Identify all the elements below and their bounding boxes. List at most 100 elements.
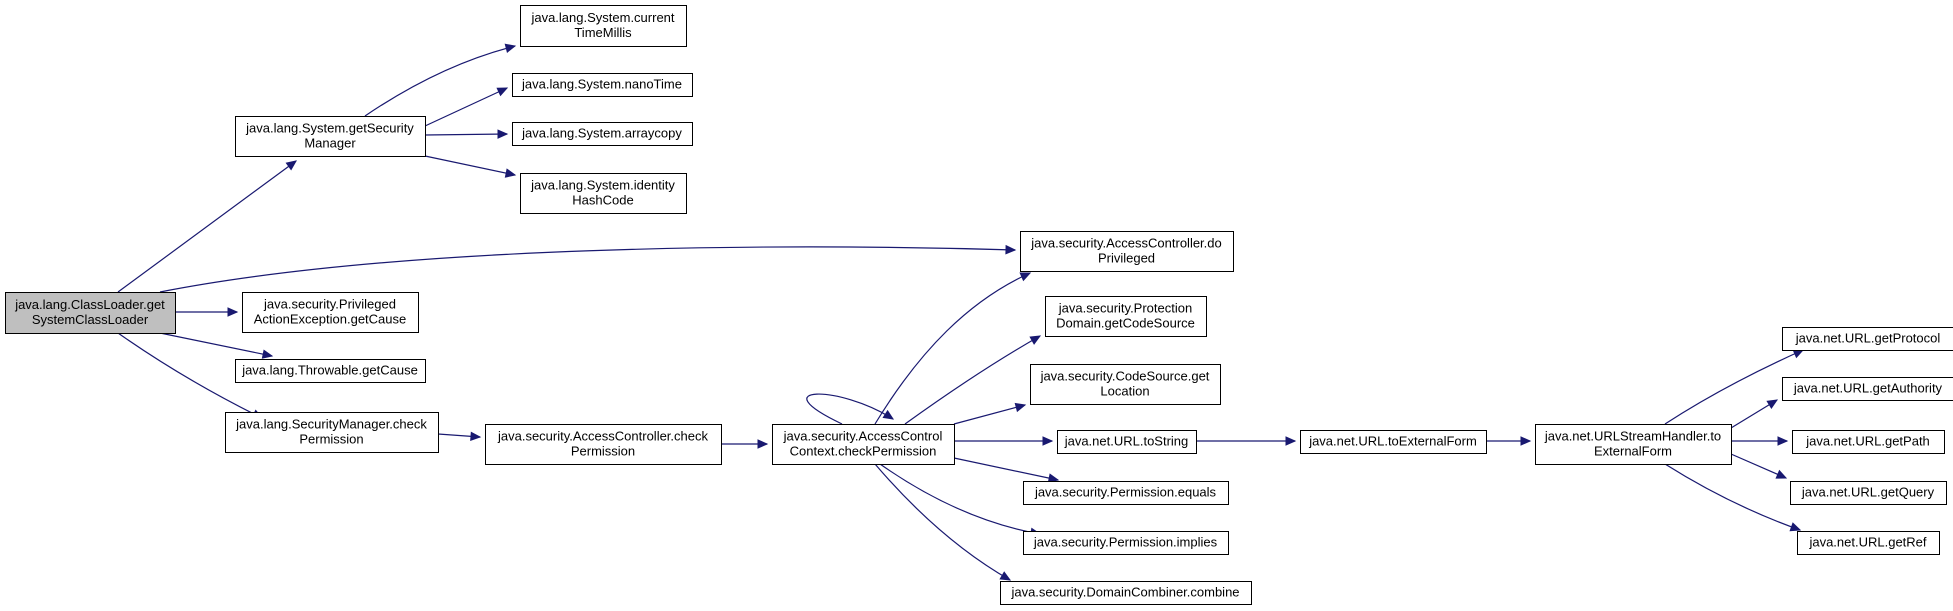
node-label-line: java.net.URLStreamHandler.to [1544,429,1721,444]
node-label-line: Location [1100,384,1149,399]
edge-acc_checkPermission-to-cs_getLocation [953,402,1027,425]
node-label-line: Context.checkPermission [790,444,937,459]
node-label-line: java.security.Privileged [263,297,396,312]
node-doPrivileged[interactable]: java.security.AccessController.doPrivile… [1020,231,1234,272]
edge-line [874,272,1031,425]
edge-acc_checkPermission-to-dc_combine [874,463,1012,581]
node-label-line: java.security.DomainCombiner.combine [1010,585,1239,600]
node-box [1782,377,1953,401]
node-box [520,173,687,214]
edge-line [159,246,1016,293]
node-ush_toExternalForm[interactable]: java.net.URLStreamHandler.toExternalForm [1535,424,1732,465]
edge-sm_checkPermission-to-ac_checkPermission [437,431,482,442]
node-url_getQuery[interactable]: java.net.URL.getQuery [1790,481,1947,505]
node-label-line: java.security.AccessController.check [497,429,709,444]
node-label-line: java.security.Permission.equals [1034,485,1217,500]
arrowhead-icon [285,160,297,171]
edge-line [364,45,516,117]
node-label-line: java.security.Permission.implies [1033,535,1218,550]
node-box [235,116,426,157]
edge-acc_checkPermission-to-perm_implies [879,463,1042,538]
node-box [1535,424,1732,465]
arrowhead-icon [757,439,769,449]
node-label-line: ActionException.getCause [254,312,406,327]
node-root[interactable]: java.lang.ClassLoader.getSystemClassLoad… [5,292,176,334]
node-perm_equals[interactable]: java.security.Permission.equals [1023,481,1229,505]
edge-acc_checkPermission-to-pd_getCodeSource [904,335,1042,425]
node-sm_checkPermission[interactable]: java.lang.SecurityManager.checkPermissio… [225,412,439,453]
edge-line [424,133,508,136]
node-ac_checkPermission[interactable]: java.security.AccessController.checkPerm… [485,424,722,465]
node-box [242,292,419,333]
node-label-line: Privileged [1098,251,1155,266]
edge-line [1664,463,1801,531]
arrowhead-icon [1789,522,1802,532]
node-dc_combine[interactable]: java.security.DomainCombiner.combine [1000,581,1252,605]
node-box [1782,327,1953,351]
arrowhead-icon [1766,399,1779,410]
edge-line [159,332,273,357]
node-url_getAuthority[interactable]: java.net.URL.getAuthority [1782,377,1953,401]
node-label-line: Permission [299,432,363,447]
node-box [225,412,439,453]
node-box [1023,481,1229,505]
node-nanoTime[interactable]: java.lang.System.nanoTime [512,73,693,97]
node-label-line: java.security.AccessController.do [1030,236,1222,251]
node-url_getProtocol[interactable]: java.net.URL.getProtocol [1782,327,1953,351]
edge-url_toExternalForm-to-ush_toExternalForm [1486,436,1532,446]
node-box [1000,581,1252,605]
node-pd_getCodeSource[interactable]: java.security.ProtectionDomain.getCodeSo… [1045,296,1207,337]
edge-line [953,404,1026,425]
node-label-line: java.net.URL.getQuery [1801,485,1935,500]
edge-line [424,155,516,176]
node-label-line: java.lang.System.getSecurity [245,121,414,136]
node-label-line: java.net.URL.getAuthority [1793,381,1943,396]
node-url_getRef[interactable]: java.net.URL.getRef [1797,531,1940,555]
arrowhead-icon [1047,473,1060,483]
edges-layer [117,43,1805,581]
arrowhead-icon [504,168,517,178]
arrowhead-icon [1005,244,1017,255]
node-arraycopy[interactable]: java.lang.System.arraycopy [512,122,693,146]
node-label-line: java.lang.SecurityManager.check [235,417,427,432]
edge-line [874,463,1011,581]
node-label-line: java.lang.System.current [530,10,674,25]
node-label-line: java.net.URL.getPath [1805,434,1930,449]
node-label-line: java.lang.System.nanoTime [521,77,682,92]
node-throwable_getCause[interactable]: java.lang.Throwable.getCause [235,359,426,383]
node-label-line: HashCode [572,193,633,208]
arrowhead-icon [1792,349,1805,359]
node-label-line: java.net.URL.toString [1064,434,1189,449]
node-box [1790,481,1947,505]
edge-line [424,87,508,127]
node-url_getPath[interactable]: java.net.URL.getPath [1792,430,1945,454]
arrowhead-icon [261,349,274,359]
node-pae_getCause[interactable]: java.security.PrivilegedActionException.… [242,292,419,333]
node-acc_checkPermission[interactable]: java.security.AccessControlContext.check… [772,424,955,465]
node-label-line: java.lang.ClassLoader.get [14,297,165,312]
edge-getSecurityManager-to-nanoTime [424,87,509,127]
arrowhead-icon [496,87,509,97]
edge-ush_toExternalForm-to-url_getAuthority [1730,399,1779,429]
node-label-line: Domain.getCodeSource [1056,316,1195,331]
edge-acc_checkPermission-to-doPrivileged [874,272,1032,425]
node-label-line: TimeMillis [574,25,632,40]
node-label-line: java.lang.System.arraycopy [521,126,682,141]
arrowhead-icon [227,307,239,317]
node-box [512,122,693,146]
node-perm_implies[interactable]: java.security.Permission.implies [1023,531,1229,555]
node-url_toExternalForm[interactable]: java.net.URL.toExternalForm [1300,430,1487,454]
node-url_toString[interactable]: java.net.URL.toString [1057,430,1197,454]
arrowhead-icon [999,571,1012,581]
edge-line [117,332,263,419]
node-box [485,424,722,465]
node-box [520,5,687,47]
node-box [1030,364,1221,405]
edge-acc_checkPermission-to-perm_equals [953,457,1060,483]
nodes-layer: java.lang.ClassLoader.getSystemClassLoad… [5,5,1953,605]
node-box [1797,531,1940,555]
